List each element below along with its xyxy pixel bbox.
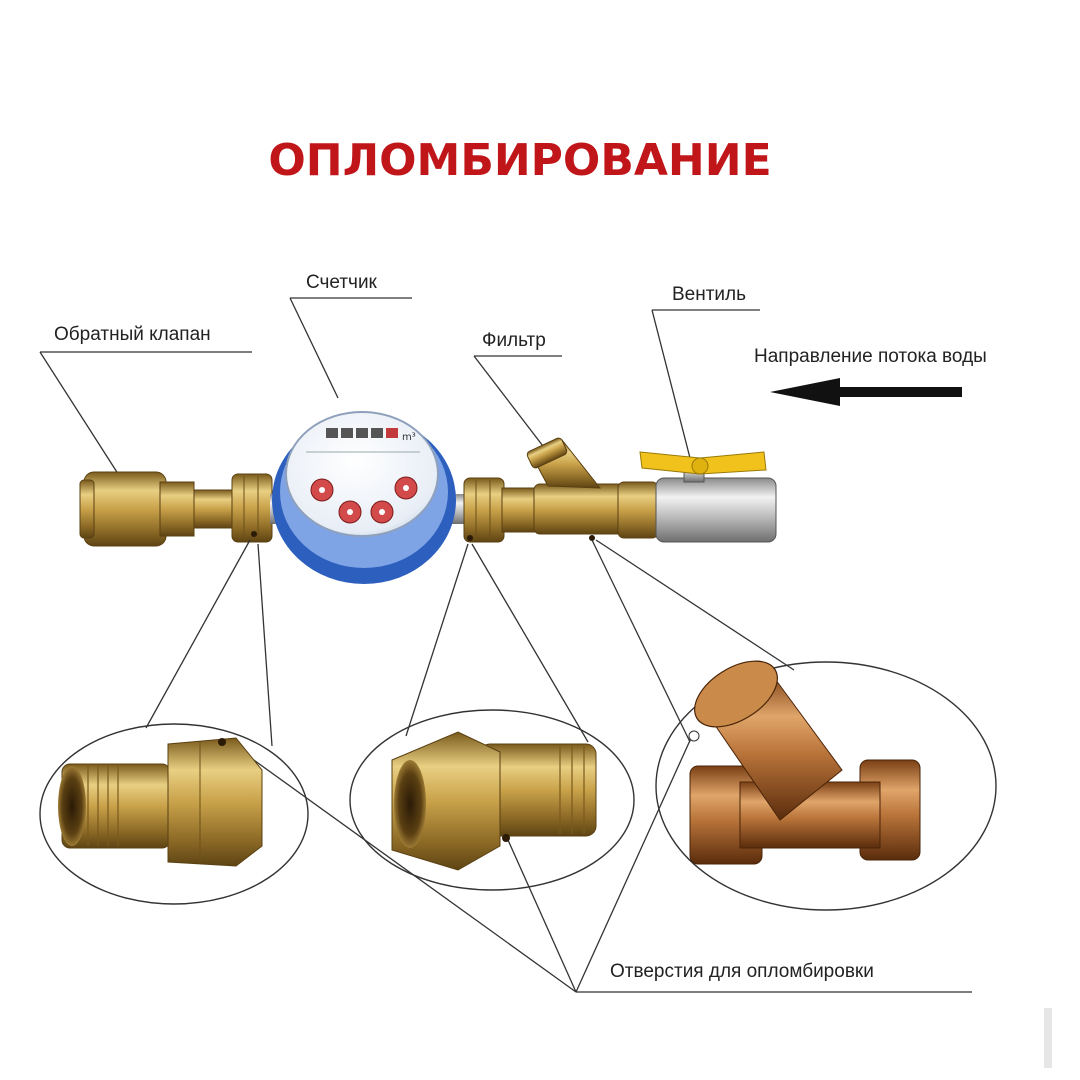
right-union-nut — [463, 477, 537, 543]
seal-hole-pointers — [225, 735, 693, 993]
label-filter: Фильтр — [482, 330, 546, 351]
detail-ellipse-nut — [349, 709, 635, 891]
seal-hole-icon — [218, 738, 226, 746]
ball-valve — [639, 451, 777, 543]
label-meter: Счетчик — [306, 272, 378, 293]
seal-hole-icon — [688, 730, 700, 742]
detail-connectors — [145, 539, 795, 747]
water-meter: m³ — [270, 411, 470, 584]
label-flow-direction: Направление потока воды — [754, 346, 987, 367]
y-filter — [526, 437, 659, 541]
watermark-bar — [1044, 1008, 1052, 1068]
label-valve: Вентиль — [672, 284, 746, 305]
flow-direction-arrow-icon — [770, 378, 962, 406]
detail-y-strainer — [688, 660, 921, 865]
label-leaders — [39, 297, 972, 993]
page-title: ОПЛОМБИРОВАНИЕ — [268, 135, 771, 186]
detail-ellipse-filter — [655, 661, 997, 911]
meter-assembly: m³ — [79, 411, 777, 584]
detail-union-nut — [391, 731, 597, 871]
check-valve — [79, 471, 235, 547]
detail-ellipse-union — [39, 723, 309, 905]
meter-dials — [310, 476, 418, 524]
left-union-nut — [231, 473, 273, 543]
meter-unit: m³ — [402, 432, 416, 443]
detail-union-fitting — [58, 737, 263, 867]
label-check-valve: Обратный клапан — [54, 324, 211, 345]
label-seal-holes: Отверстия для опломбировки — [610, 961, 874, 982]
seal-hole-icon — [502, 834, 510, 842]
meter-digits — [326, 428, 398, 438]
